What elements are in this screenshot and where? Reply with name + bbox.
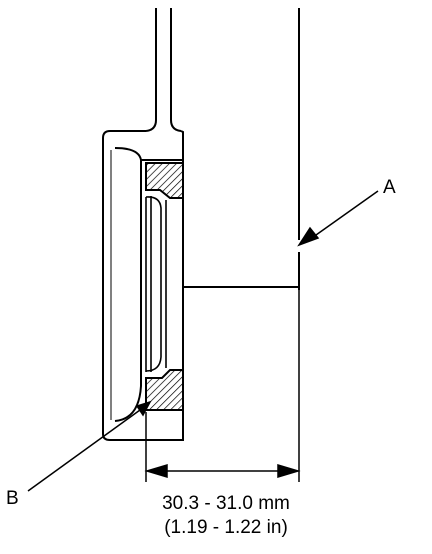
pipe [145, 8, 182, 132]
callout-a-label: A [383, 177, 396, 198]
dimension-line [144, 463, 301, 479]
bearing-race [145, 196, 167, 372]
callout-b-label: B [6, 488, 19, 509]
leader-a [297, 190, 379, 247]
leader-b [27, 400, 152, 492]
seal-lower [145, 369, 184, 411]
seal-upper [145, 162, 184, 199]
reference-edge [183, 8, 300, 290]
dimension-metric-label: 30.3 - 31.0 mm [162, 493, 290, 514]
dimension-extension-lines [145, 290, 300, 482]
dimension-imperial-label: (1.19 - 1.22 in) [164, 517, 288, 538]
housing [102, 130, 184, 441]
